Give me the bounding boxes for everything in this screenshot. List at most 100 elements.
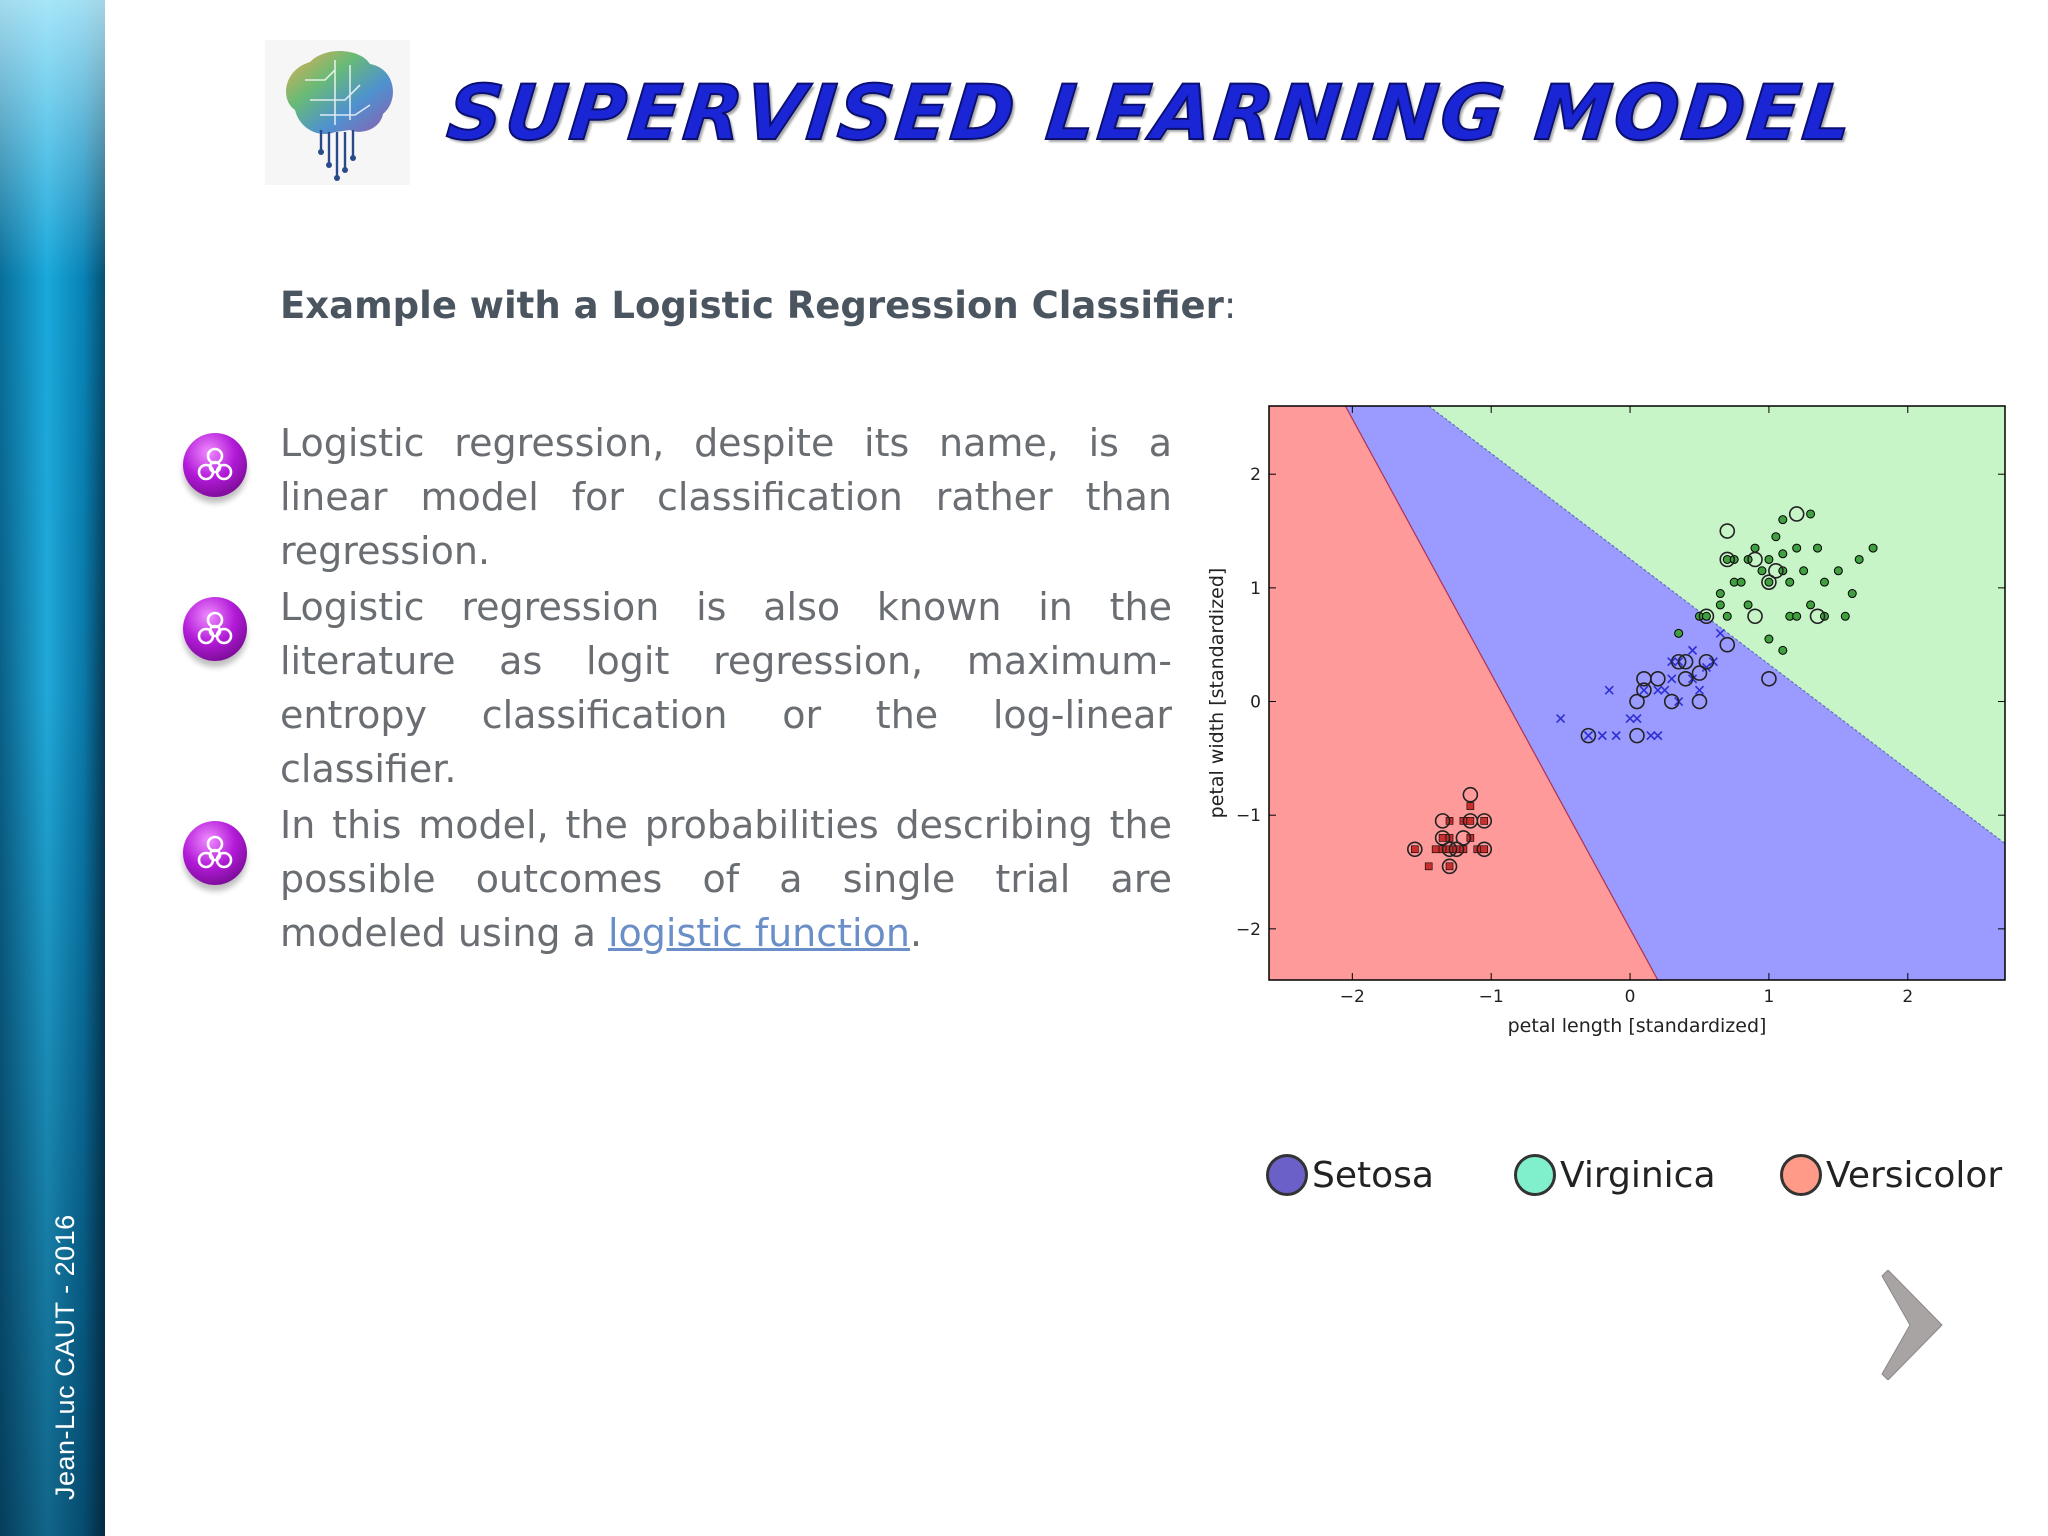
data-point-x xyxy=(1701,662,1711,672)
y-tick-label: 0 xyxy=(1250,693,1261,713)
data-point-square xyxy=(1411,845,1419,854)
data-point-x xyxy=(1639,685,1649,695)
data-point-x xyxy=(1625,714,1635,724)
bullet-text-2: Logistic regression is also known in the… xyxy=(280,585,1172,791)
data-point-x xyxy=(1667,674,1677,684)
data-point-ring xyxy=(1761,574,1777,590)
data-point-x xyxy=(1583,731,1593,741)
bullet-text-3-before: In this model, the probabilities describ… xyxy=(280,803,1172,955)
data-point-ring xyxy=(1580,727,1597,744)
data-point-ring xyxy=(1434,813,1451,829)
data-point-ring xyxy=(1441,858,1458,875)
page-title: SUPERVISED LEARNING MODEL xyxy=(442,67,1860,158)
decision-boundary-1 xyxy=(1344,405,1659,981)
legend-item-setosa: Setosa xyxy=(1266,1150,1434,1200)
data-point-x xyxy=(1694,685,1705,695)
x-tick-label: −2 xyxy=(1340,987,1365,1007)
legend-label-setosa: Setosa xyxy=(1312,1154,1434,1196)
data-point-circle xyxy=(1715,589,1725,599)
data-point-ring xyxy=(1476,813,1493,829)
data-point-square xyxy=(1480,817,1489,825)
data-point-ring xyxy=(1747,551,1763,568)
plot-frame xyxy=(1268,405,2006,981)
data-point-x xyxy=(1611,731,1621,741)
data-point-circle xyxy=(1813,543,1823,553)
section-subtitle: Example with a Logistic Regression Class… xyxy=(280,284,1236,327)
bullet-text-1: Logistic regression, despite its name, i… xyxy=(280,421,1172,573)
legend-item-virginica: Virginica xyxy=(1514,1150,1716,1200)
bullet-text-3: In this model, the probabilities describ… xyxy=(280,798,1172,960)
data-point-circle xyxy=(1806,509,1816,519)
data-point-ring xyxy=(1747,608,1763,625)
data-point-square xyxy=(1445,862,1454,871)
x-tick-label: 0 xyxy=(1625,987,1636,1007)
data-point-circle xyxy=(1819,577,1829,587)
y-tick-label: −2 xyxy=(1236,920,1261,940)
data-point-circle xyxy=(1847,589,1857,599)
data-point-x xyxy=(1597,731,1607,741)
data-point-circle xyxy=(1757,566,1767,576)
data-point-ring xyxy=(1670,653,1687,670)
y-tick-label: 2 xyxy=(1250,465,1261,485)
data-point-ring xyxy=(1629,693,1645,710)
data-point-ring xyxy=(1719,523,1736,539)
data-point-x xyxy=(1660,685,1670,695)
data-point-circle xyxy=(1764,634,1774,644)
decision-boundary-2 xyxy=(1428,405,2006,845)
legend-swatch-virginica xyxy=(1514,1154,1556,1196)
data-point-circle xyxy=(1778,549,1788,559)
data-point-x xyxy=(1715,628,1725,638)
data-point-circle xyxy=(1778,645,1788,655)
biohazard-icon xyxy=(183,821,247,885)
biohazard-icon xyxy=(183,597,247,661)
data-point-square xyxy=(1466,802,1475,810)
data-point-ring xyxy=(1719,636,1736,653)
data-point-ring xyxy=(1677,670,1694,687)
data-point-circle xyxy=(1833,566,1843,576)
subtitle-bold: Example with a Logistic Regression Class… xyxy=(280,284,1224,327)
data-point-ring xyxy=(1691,693,1708,710)
data-point-ring xyxy=(1650,670,1666,687)
region-setosa xyxy=(1345,406,2005,980)
legend-label-virginica: Virginica xyxy=(1560,1154,1716,1196)
data-point-ring xyxy=(1691,665,1708,681)
x-tick-label: −1 xyxy=(1479,987,1504,1007)
data-point-ring xyxy=(1663,693,1680,710)
data-point-square xyxy=(1466,817,1475,825)
data-point-circle xyxy=(1736,577,1746,587)
data-point-circle xyxy=(1743,600,1753,610)
data-point-circle xyxy=(1799,566,1809,576)
data-point-circle xyxy=(1674,628,1684,638)
legend-swatch-versicolor xyxy=(1780,1154,1822,1196)
bullet-text-3-after: . xyxy=(909,911,923,955)
data-point-circle xyxy=(1715,600,1725,610)
data-point-ring xyxy=(1719,551,1736,568)
data-point-ring xyxy=(1788,506,1805,522)
data-point-circle xyxy=(1701,611,1711,621)
author-credit: Jean-Luc CAUT - 2016 xyxy=(50,1214,80,1500)
data-point-ring xyxy=(1407,841,1423,858)
data-point-x xyxy=(1653,685,1663,695)
biohazard-icon xyxy=(183,433,247,497)
data-point-square xyxy=(1424,862,1433,871)
x-tick-label: 1 xyxy=(1764,987,1775,1007)
data-point-x xyxy=(1646,731,1656,741)
data-point-ring xyxy=(1441,841,1458,858)
data-point-square xyxy=(1480,845,1489,854)
data-point-ring xyxy=(1809,608,1826,625)
chevron-right-icon[interactable] xyxy=(1880,1270,1950,1380)
data-point-circle xyxy=(1785,577,1795,587)
data-point-ring xyxy=(1698,653,1715,670)
subtitle-colon: : xyxy=(1223,284,1237,327)
data-point-x xyxy=(1653,731,1663,741)
data-point-ring xyxy=(1476,841,1493,858)
data-point-ring xyxy=(1434,830,1451,846)
logistic-function-link[interactable]: logistic function xyxy=(608,911,910,955)
data-point-circle xyxy=(1722,611,1732,621)
x-tick-label: 2 xyxy=(1902,987,1913,1007)
data-point-x xyxy=(1556,714,1566,724)
data-point-x xyxy=(1604,685,1614,695)
data-point-circle xyxy=(1854,554,1864,564)
data-point-ring xyxy=(1768,563,1784,579)
